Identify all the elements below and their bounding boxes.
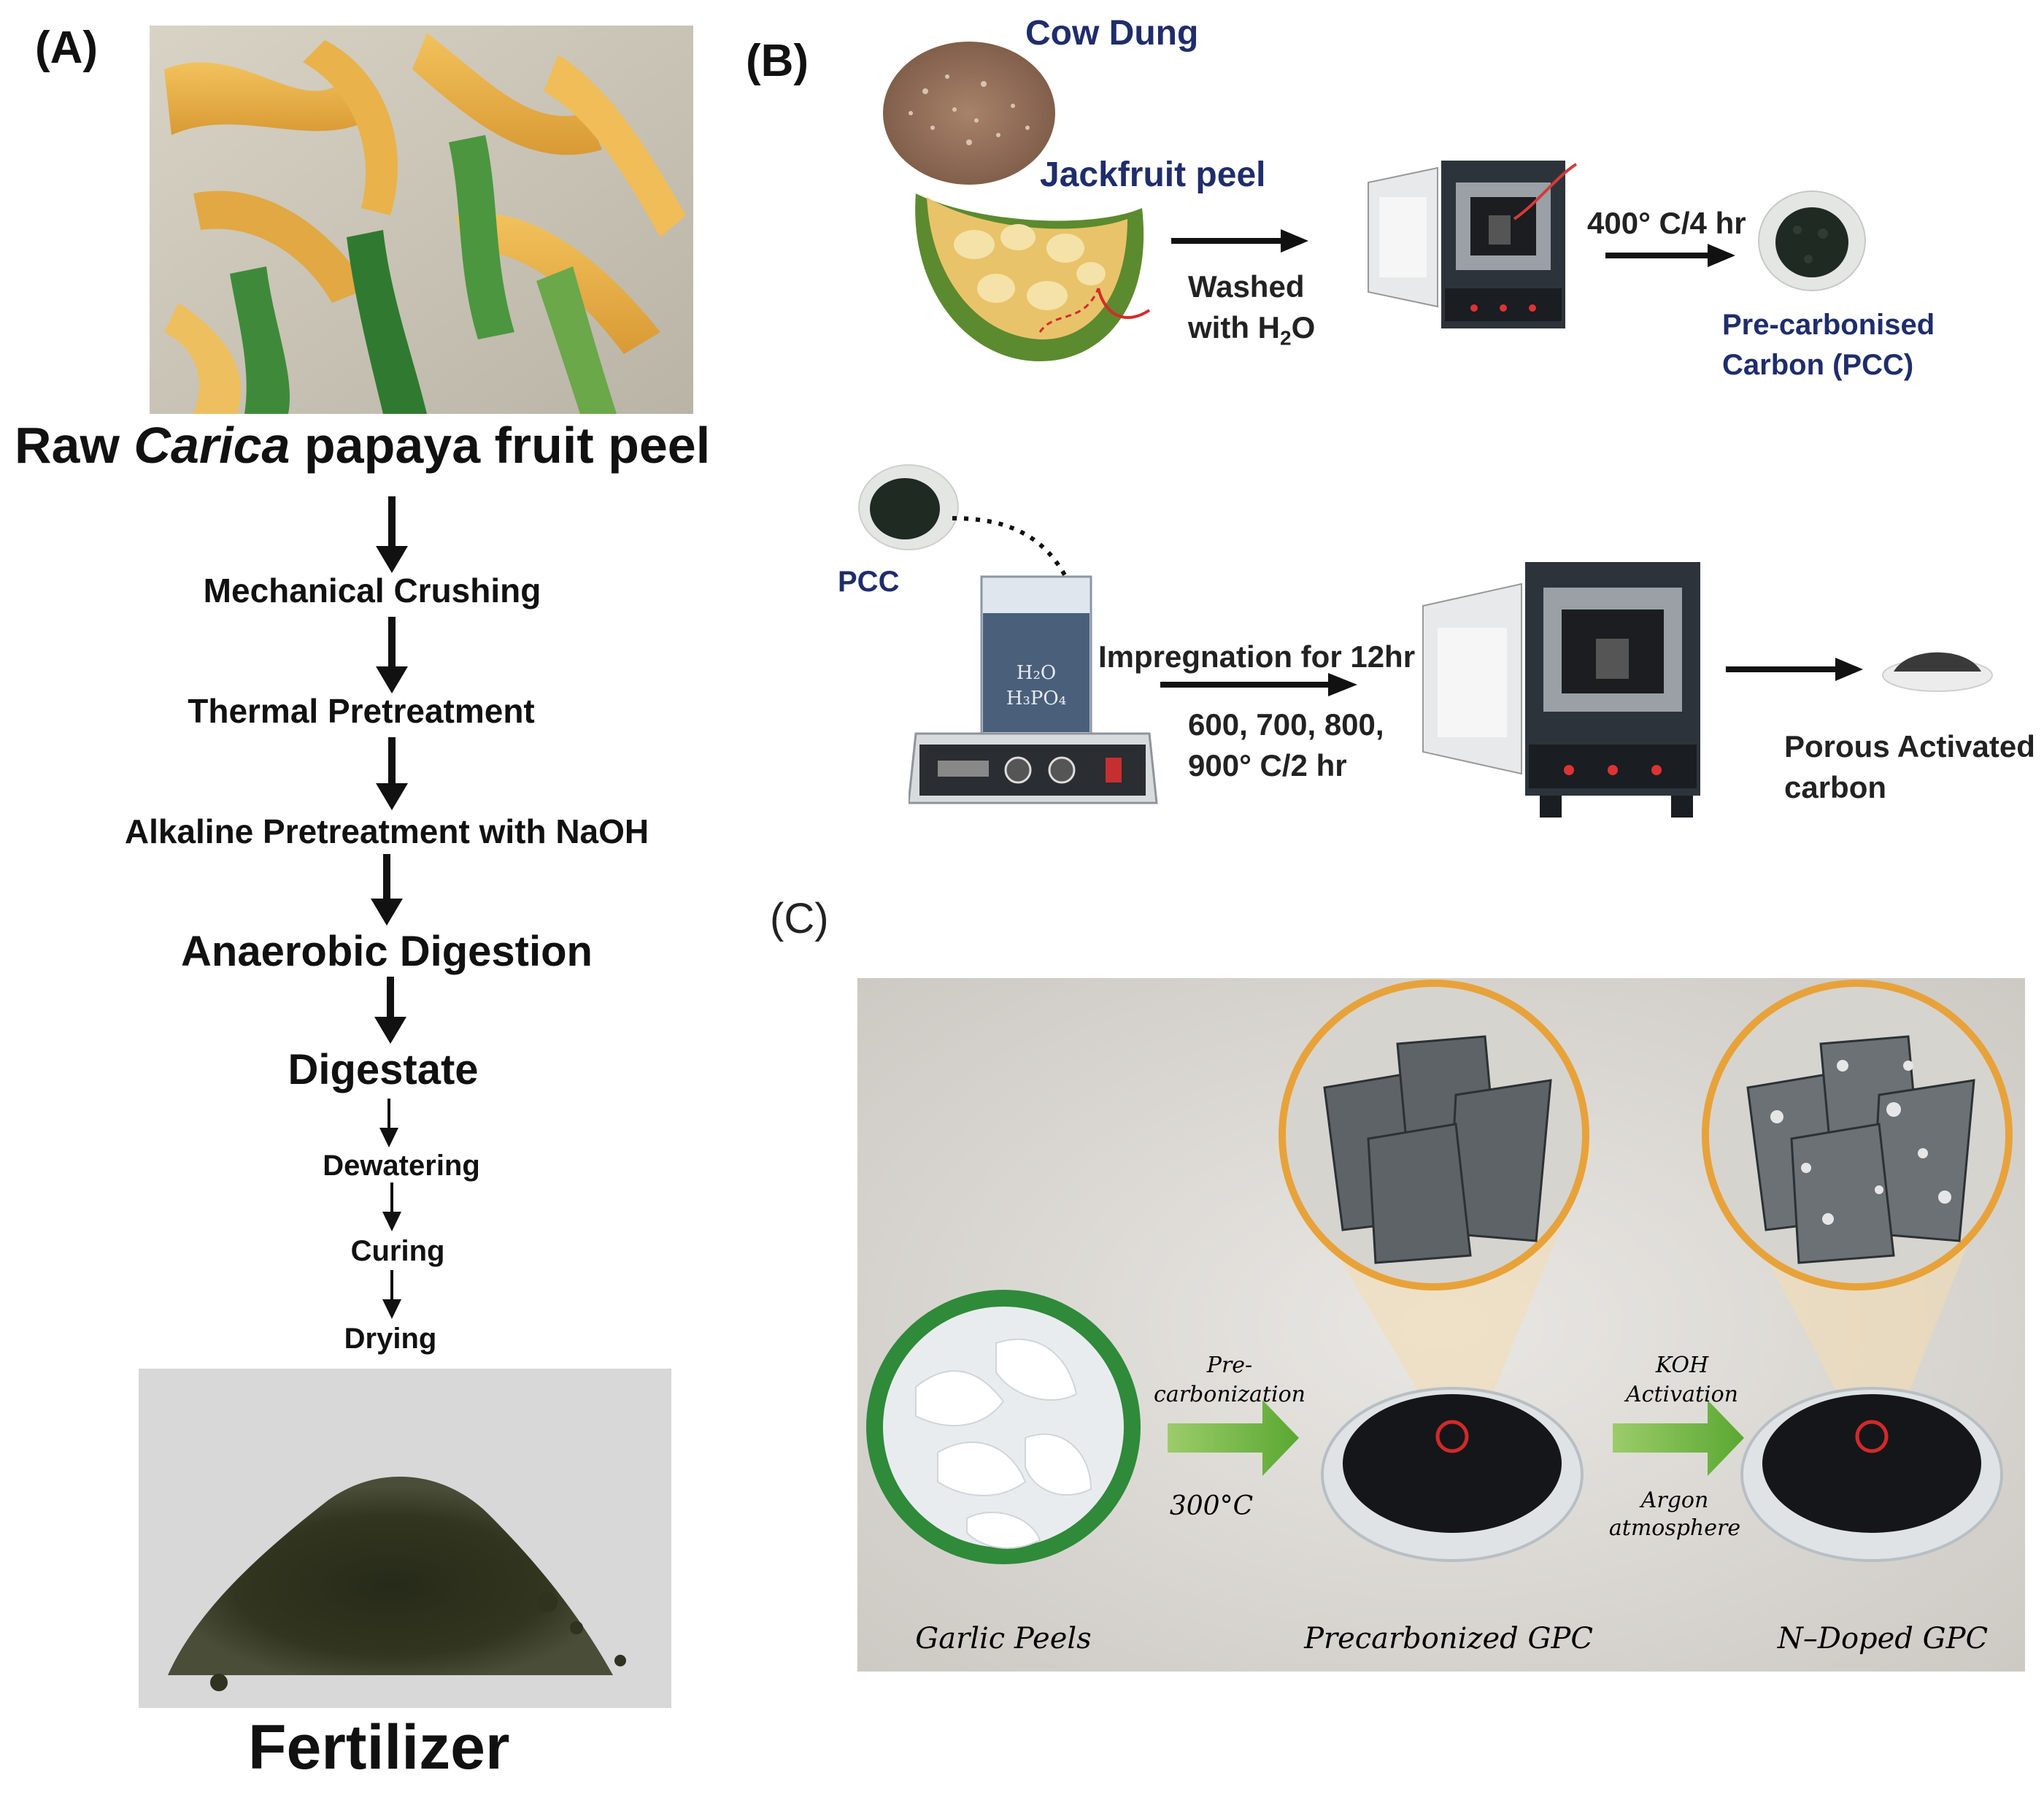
fertilizer-photo (139, 1369, 671, 1708)
title-prefix: Raw (15, 417, 134, 474)
washed-line2: with H2O (1188, 307, 1315, 358)
impregnation-label: Impregnation for 12hr (1098, 639, 1416, 674)
c-step2-line1: KOH (1655, 1353, 1709, 1378)
title-suffix: papaya fruit peel (290, 417, 711, 474)
washed-sub: 2 (1279, 326, 1292, 350)
temps-line1: 600, 700, 800, (1188, 707, 1384, 742)
c-step2-line3: Argon (1639, 1488, 1709, 1513)
step-curing: Curing (350, 1235, 445, 1267)
arrow-porous (1726, 658, 1863, 681)
pcc-short-label: PCC (838, 566, 900, 598)
pcc-image (1758, 191, 1866, 291)
panel-a-title: Raw Carica papaya fruit peel (15, 416, 710, 474)
pcc-name-label: Pre-carbonised Carbon (PCC) (1722, 305, 1935, 385)
washed-line1: Washed (1188, 269, 1305, 304)
fertilizer-label: Fertilizer (248, 1712, 510, 1782)
step-dewatering: Dewatering (323, 1150, 480, 1182)
pcc-line2: Carbon (PCC) (1722, 349, 1914, 381)
c-step1-line1: Pre- (1206, 1353, 1252, 1378)
porous-line2: carbon (1784, 770, 1887, 804)
furnace-1-image (1368, 161, 1578, 328)
c-step2-line2: Activation (1624, 1382, 1738, 1407)
c-step1-temp: 300°C (1170, 1491, 1253, 1521)
panel-c-label: (C) (770, 895, 829, 942)
temp-400-label: 400° C/4 hr (1587, 206, 1746, 240)
washed-label: Washed with H2O (1188, 266, 1315, 358)
panel-c-illustration: Pre- carbonization 300°C KOH Activation … (857, 978, 2025, 1672)
pcc-small-image (858, 464, 959, 550)
temps-line2: 900° C/2 hr (1188, 748, 1347, 782)
porous-carbon-image (1882, 652, 1993, 692)
step-digestate: Digestate (288, 1046, 479, 1093)
jackfruit-image (915, 193, 1151, 361)
washed-suffix: O (1291, 310, 1316, 345)
beaker-line1-text: H₂O (1017, 662, 1056, 684)
arrow-pcc (1605, 244, 1735, 267)
c-step2-line4: atmosphere (1609, 1515, 1740, 1541)
panel-b-label: (B) (746, 36, 809, 86)
panel-a-label: (A) (35, 23, 99, 73)
c-ndoped-label: N–Doped GPC (1777, 1622, 1988, 1655)
temps-label: 600, 700, 800, 900° C/2 hr (1188, 704, 1384, 786)
beaker-stirrer-image: H₂O H₃PO₄ (909, 575, 1158, 804)
panel-a-arrows (371, 496, 408, 1319)
step-alkaline-pretreatment: Alkaline Pretreatment with NaOH (124, 812, 649, 850)
step-anaerobic-digestion: Anaerobic Digestion (181, 928, 593, 975)
arrow-washed (1171, 229, 1308, 253)
arrow-impregnation (1160, 673, 1357, 696)
c-step1-line2: carbonization (1154, 1382, 1306, 1407)
jackfruit-peel-label: Jackfruit peel (1040, 155, 1266, 194)
cow-dung-label: Cow Dung (1025, 14, 1199, 53)
c-garlic-label: Garlic Peels (915, 1622, 1091, 1655)
step-mechanical-crushing: Mechanical Crushing (203, 572, 541, 609)
furnace-2-image (1422, 562, 1700, 818)
cow-dung-image (883, 42, 1055, 185)
porous-label: Porous Activated carbon (1784, 726, 2035, 808)
porous-line1: Porous Activated (1784, 729, 2035, 764)
step-drying: Drying (344, 1323, 437, 1355)
washed-prefix: with H (1188, 310, 1280, 345)
papaya-peel-photo (150, 26, 693, 414)
title-italic: Carica (134, 417, 290, 474)
c-precarb-label: Precarbonized GPC (1303, 1622, 1593, 1655)
pcc-line1: Pre-carbonised (1722, 309, 1935, 341)
step-thermal-pretreatment: Thermal Pretreatment (188, 692, 535, 730)
beaker-line2-text: H₃PO₄ (1006, 688, 1066, 709)
